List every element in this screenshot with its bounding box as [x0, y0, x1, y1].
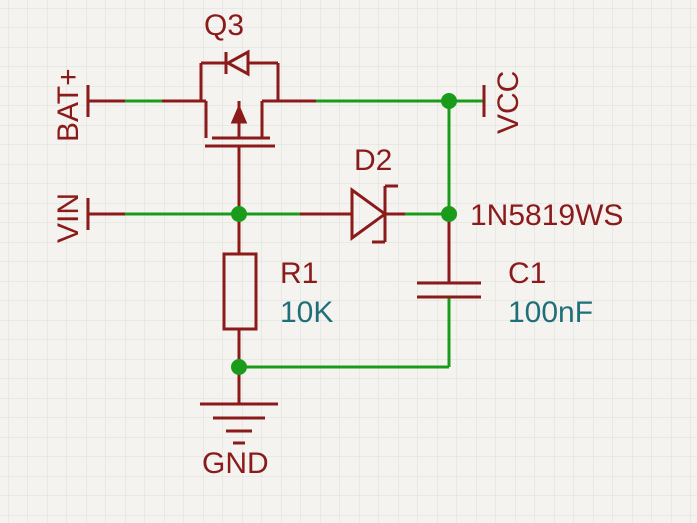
batplus-port-symbol	[86, 85, 125, 117]
junction-d2-c1	[441, 206, 457, 222]
net-label-vin: VIN	[52, 193, 85, 243]
net-label-gnd: GND	[202, 447, 269, 480]
junction-vin	[231, 206, 247, 222]
c1-designator: C1	[508, 257, 546, 290]
wires	[125, 99, 484, 369]
d2-symbol	[300, 184, 405, 244]
vin-port-symbol	[86, 198, 125, 230]
junctions	[231, 93, 457, 375]
d2-value: 1N5819WS	[470, 199, 623, 232]
q3-symbol	[162, 49, 316, 214]
q3-designator: Q3	[204, 9, 244, 42]
components	[86, 49, 486, 445]
net-label-vcc: VCC	[492, 71, 525, 134]
net-label-batplus: BAT+	[52, 68, 85, 142]
c1-value: 100nF	[508, 296, 593, 329]
r1-designator: R1	[280, 257, 318, 290]
d2-designator: D2	[354, 144, 392, 177]
gnd-symbol	[200, 402, 278, 445]
r1-value: 10K	[280, 296, 333, 329]
junction-gnd	[231, 359, 247, 375]
c1-symbol	[417, 214, 481, 299]
junction-vcc	[441, 93, 457, 109]
